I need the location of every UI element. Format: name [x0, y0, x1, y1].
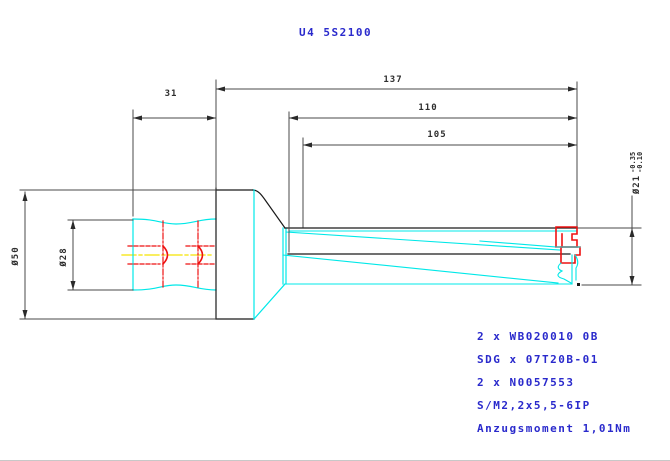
- dim-label-shank-diameter: Ø28: [59, 247, 69, 267]
- dim-label-flute-length: 105: [427, 130, 447, 140]
- dim-label-usable-length: 110: [418, 103, 438, 113]
- flange-outline: [215, 187, 286, 320]
- shank-outline: [132, 218, 217, 291]
- cutting-diameter-value: Ø21: [632, 174, 642, 195]
- dimension-arrowheads: [22, 86, 635, 319]
- tip-point-dot: [577, 283, 580, 286]
- tolerance-lower: -0.10: [636, 151, 644, 173]
- parts-list: 2 x WB020010 0B SDG x 07T20B-01 2 x N005…: [477, 330, 631, 435]
- parts-list-item-screw: 2 x N0057553: [477, 376, 575, 389]
- dim-label-cutting-diameter: Ø21 -0.35 -0.10: [628, 138, 646, 208]
- parts-list-item-screw-spec: S/M2,2x5,5-6IP: [477, 399, 591, 412]
- parts-list-item-torque: Anzugsmoment 1,01Nm: [477, 422, 632, 435]
- dim-label-overall-length: 137: [383, 75, 403, 85]
- dim-label-flange-diameter: Ø50: [11, 246, 21, 266]
- body-outline: [284, 227, 578, 255]
- cutting-diameter-tolerance: -0.35 -0.10: [629, 151, 644, 173]
- extension-lines: [19, 79, 642, 320]
- screw-seat-hidden-lines: [127, 220, 215, 290]
- flange-cyan-edges: [253, 189, 287, 320]
- flute-helix-lines: [282, 230, 577, 285]
- dim-label-shank-length: 31: [164, 89, 178, 99]
- drawing-title: U4 5S2100: [299, 26, 373, 39]
- insert-pocket-lines: [555, 246, 581, 285]
- parts-list-item-insert: 2 x WB020010 0B: [477, 330, 599, 343]
- parts-list-item-insert-type: SDG x 07T20B-01: [477, 353, 599, 366]
- dimension-lines: [24, 88, 633, 320]
